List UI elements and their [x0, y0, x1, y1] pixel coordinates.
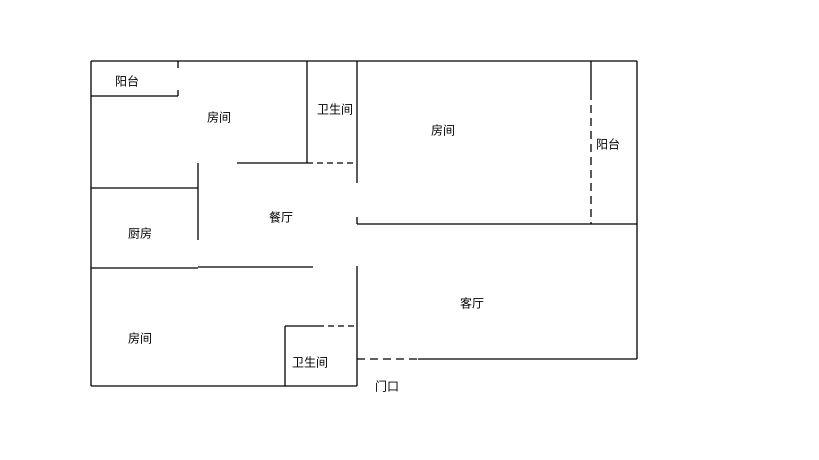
label-bedroom-right: 房间	[430, 123, 456, 138]
label-bathroom-bottom: 卫生间	[291, 355, 329, 370]
label-dining: 餐厅	[268, 210, 294, 225]
label-living: 客厅	[459, 296, 485, 311]
label-balcony-left: 阳台	[114, 74, 140, 89]
label-bedroom-top: 房间	[206, 110, 232, 125]
label-bedroom-bottom: 房间	[127, 331, 153, 346]
walls	[90, 60, 638, 387]
label-entrance: 门口	[374, 379, 400, 394]
label-bathroom-top: 卫生间	[316, 102, 354, 117]
label-kitchen: 厨房	[127, 226, 153, 241]
label-balcony-right: 阳台	[595, 137, 621, 152]
